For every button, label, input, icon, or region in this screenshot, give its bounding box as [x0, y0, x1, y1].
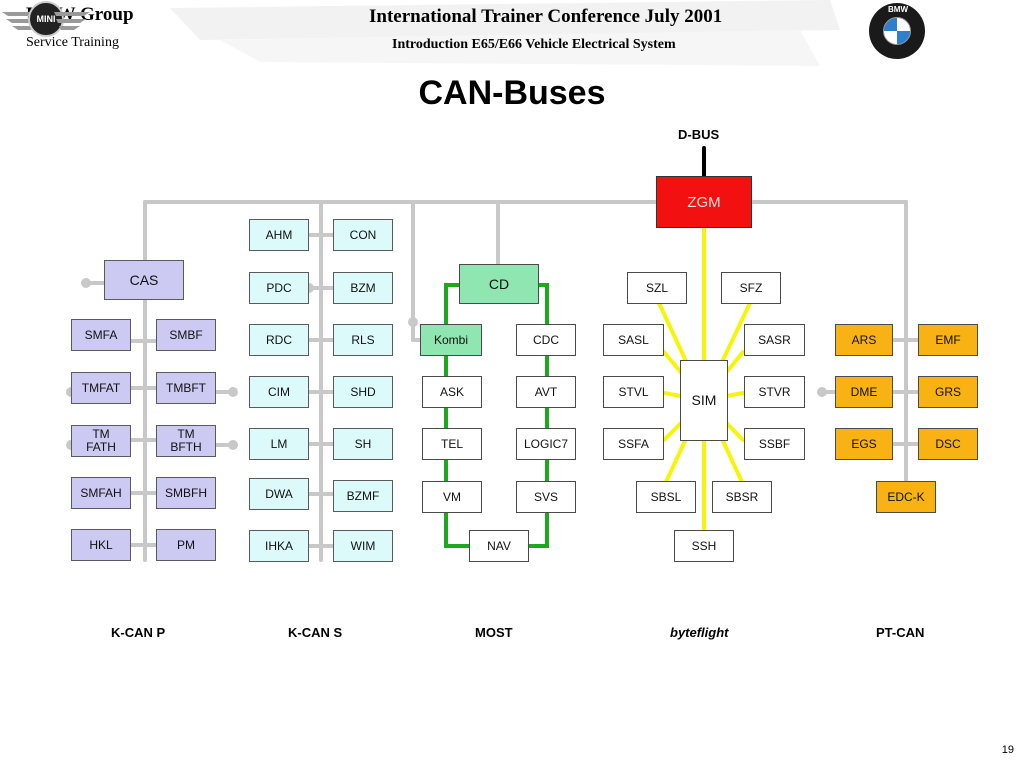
label-kcan-p: K-CAN P — [111, 625, 166, 640]
ecu-dme: DME — [835, 376, 893, 408]
ecu-grs: GRS — [918, 376, 978, 408]
ecu-wim: WIM — [333, 530, 393, 562]
ecu-tmfat: TMFAT — [71, 372, 131, 404]
ecu-ahm: AHM — [249, 219, 309, 251]
ecu-ars: ARS — [835, 324, 893, 356]
bmw-logo: BMW — [869, 3, 925, 59]
ecu-cd: CD — [459, 264, 539, 304]
conference-subtitle: Introduction E65/E66 Vehicle Electrical … — [392, 37, 676, 52]
ecu-stvr: STVR — [744, 376, 805, 408]
ecu-smbfh: SMBFH — [156, 477, 216, 509]
ecu-tmbft: TMBFT — [156, 372, 216, 404]
mini-logo: MINI — [0, 0, 90, 40]
label-most: MOST — [475, 625, 513, 640]
slide-title: CAN-Buses — [418, 74, 606, 112]
ecu-dsc: DSC — [918, 428, 978, 460]
ecu-pdc: PDC — [249, 272, 309, 304]
ecu-vm: VM — [422, 481, 482, 513]
ecu-hkl: HKL — [71, 529, 131, 561]
label-kcan-s: K-CAN S — [288, 625, 343, 640]
ecu-rls: RLS — [333, 324, 393, 356]
conference-title: International Trainer Conference July 20… — [369, 6, 723, 27]
ecu-smfah: SMFAH — [71, 477, 131, 509]
ecu-szl: SZL — [627, 272, 687, 304]
ecu-rdc: RDC — [249, 324, 309, 356]
page-number: 19 — [1001, 744, 1014, 756]
ecu-ssfa: SSFA — [603, 428, 664, 460]
ecu-smfa: SMFA — [71, 319, 131, 351]
dbus-label: D-BUS — [678, 127, 720, 142]
ecu-stvl: STVL — [603, 376, 664, 408]
ecu-sfz: SFZ — [721, 272, 781, 304]
ecu-avt: AVT — [516, 376, 576, 408]
gray-bus-lines — [69, 200, 920, 562]
mini-right-wing-icon — [54, 12, 90, 30]
brand-subtitle: Service Training — [26, 35, 119, 50]
bmw-logo-text: BMW — [888, 5, 908, 14]
most-ring-left — [444, 283, 472, 548]
ecu-sim: SIM — [680, 360, 728, 441]
ecu-cim: CIM — [249, 376, 309, 408]
ecu-ask: ASK — [422, 376, 482, 408]
ecu-con: CON — [333, 219, 393, 251]
ecu-dwa: DWA — [249, 478, 309, 510]
label-pt-can: PT-CAN — [876, 625, 925, 640]
ecu-logic7: LOGIC7 — [516, 428, 576, 460]
ecu-smbf: SMBF — [156, 319, 216, 351]
ecu-ihka: IHKA — [249, 530, 309, 562]
ecu-sbsl: SBSL — [636, 481, 696, 513]
ecu-sasl: SASL — [603, 324, 664, 356]
ecu-egs: EGS — [835, 428, 893, 460]
ecu-kombi: Kombi — [420, 324, 482, 356]
ecu-tel: TEL — [422, 428, 482, 460]
bmw-roundel-icon — [883, 17, 911, 45]
ecu-zgm: ZGM — [656, 176, 752, 228]
mini-left-wing-icon — [2, 12, 38, 30]
ecu-sasr: SASR — [744, 324, 805, 356]
most-ring-right — [526, 283, 549, 548]
ecu-sbsr: SBSR — [712, 481, 772, 513]
ecu-ssbf: SSBF — [744, 428, 805, 460]
label-byteflight: byteflight — [670, 625, 729, 640]
ecu-cdc: CDC — [516, 324, 576, 356]
ecu-sh: SH — [333, 428, 393, 460]
ecu-pm: PM — [156, 529, 216, 561]
ecu-ssh: SSH — [674, 530, 734, 562]
ecu-bzm: BZM — [333, 272, 393, 304]
ecu-cas: CAS — [104, 260, 184, 300]
ecu-nav: NAV — [469, 530, 529, 562]
ecu-emf: EMF — [918, 324, 978, 356]
ecu-svs: SVS — [516, 481, 576, 513]
ecu-bzmf: BZMF — [333, 480, 393, 512]
ecu-shd: SHD — [333, 376, 393, 408]
ecu-lm: LM — [249, 428, 309, 460]
ecu-edc-k: EDC-K — [876, 481, 936, 513]
mini-logo-text: MINI — [36, 14, 56, 24]
